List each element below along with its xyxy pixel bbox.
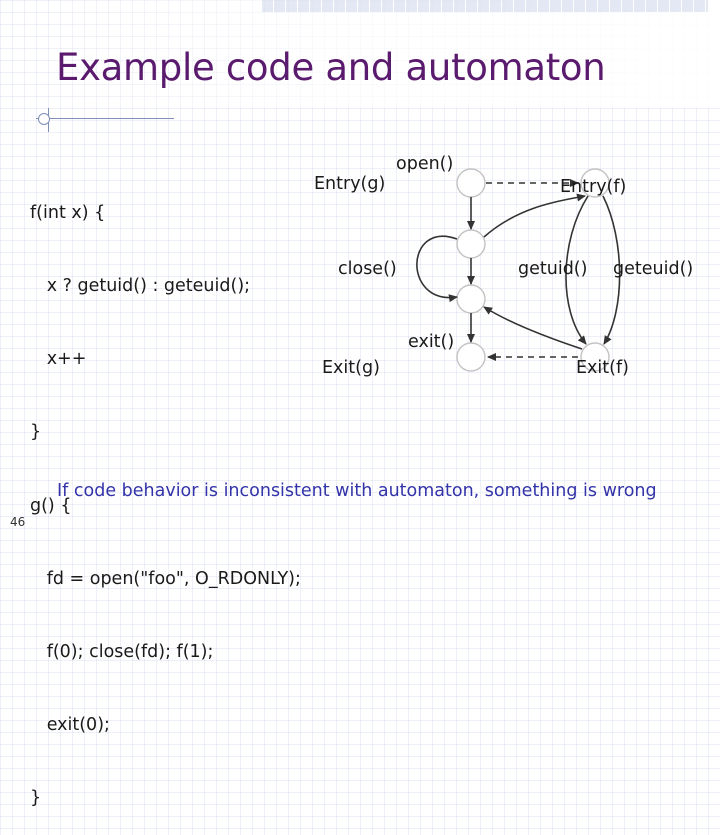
- state-f-exit: [580, 342, 610, 372]
- code-line: exit(0);: [30, 715, 110, 736]
- label-geteuid: geteuid(): [613, 259, 694, 279]
- state-g-exit: [456, 342, 486, 372]
- code-line: }: [30, 788, 42, 809]
- header-grid-accent: [262, 0, 708, 12]
- label-exit-f: Exit(f): [576, 358, 629, 378]
- code-line: f(0); close(fd); f(1);: [30, 642, 214, 663]
- arrow-getuid: [565, 195, 589, 345]
- page-number: 46: [10, 515, 26, 529]
- state-g-entry: [456, 168, 486, 198]
- code-line: fd = open("foo", O_RDONLY);: [30, 568, 301, 589]
- label-getuid: getuid(): [518, 259, 588, 279]
- label-exit-call: exit(): [408, 332, 455, 352]
- call-edge-2: [483, 193, 586, 238]
- arrow-geteuid: [602, 195, 621, 345]
- code-line: x ? getuid() : geteuid();: [30, 276, 251, 297]
- automaton-diagram: [416, 168, 621, 372]
- code-line: }: [30, 422, 42, 443]
- label-exit-g: Exit(g): [322, 358, 380, 378]
- call-return-loop: [416, 235, 458, 303]
- code-line: f(int x) {: [30, 202, 106, 223]
- label-entry-f: Entry(f): [560, 177, 627, 197]
- label-open: open(): [396, 154, 454, 174]
- label-entry-g: Entry(g): [314, 174, 386, 194]
- footer-note: If code behavior is inconsistent with au…: [57, 481, 657, 501]
- code-line: g() {: [30, 495, 72, 516]
- return-edge-1: [483, 306, 583, 350]
- code-line: x++: [30, 349, 87, 370]
- state-g-after-close: [456, 284, 486, 314]
- slide-title: Example code and automaton: [56, 46, 606, 89]
- label-close: close(): [338, 259, 397, 279]
- title-underline: [36, 118, 174, 119]
- state-f-entry: [580, 168, 610, 198]
- header-band: [0, 0, 720, 108]
- state-g-after-open: [456, 229, 486, 259]
- title-bullet-circle: [38, 113, 50, 125]
